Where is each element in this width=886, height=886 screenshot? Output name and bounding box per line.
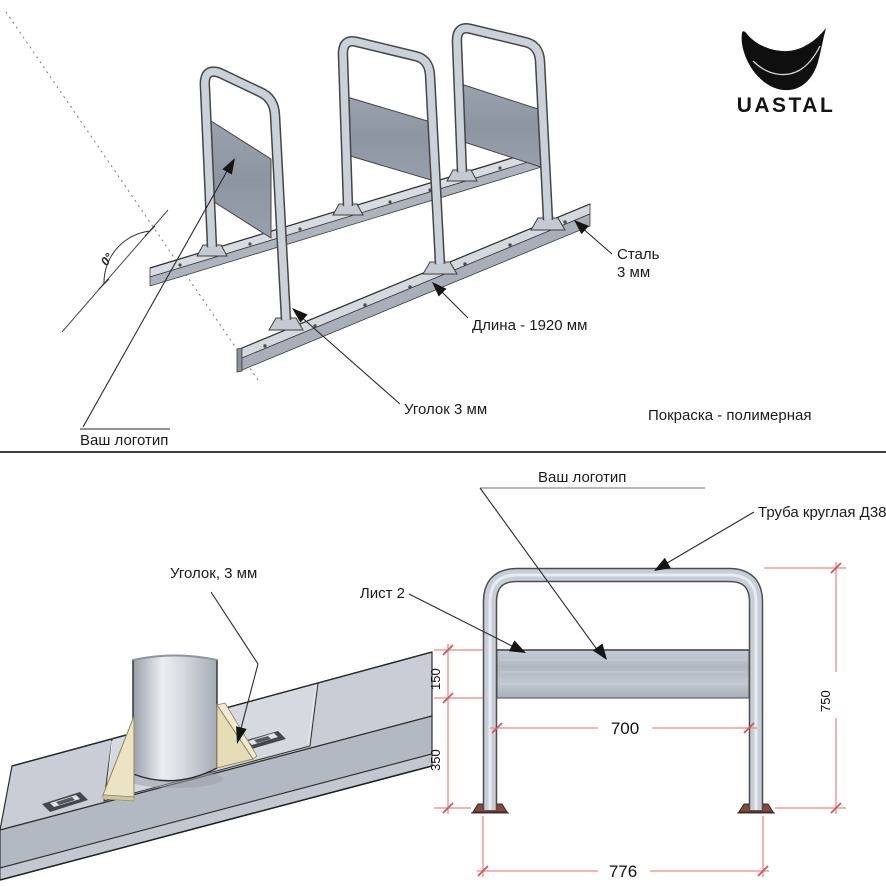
brand-logo: UASTAL bbox=[737, 28, 836, 117]
dim-lower-height: 350 bbox=[428, 749, 443, 771]
hoop-1 bbox=[199, 66, 292, 321]
mounting-feet bbox=[196, 169, 566, 331]
label-your-logo: Ваш логотип bbox=[80, 432, 168, 449]
leader-pipe bbox=[661, 511, 755, 567]
label-steel-line1: Сталь bbox=[617, 246, 660, 263]
leader-sheet bbox=[408, 593, 519, 650]
leader-gusset bbox=[210, 591, 259, 741]
arrowhead-gusset bbox=[236, 726, 247, 744]
detail-pipe bbox=[132, 654, 218, 782]
angle-arc bbox=[103, 230, 151, 285]
angle-arc-ticks bbox=[98, 225, 156, 290]
dim-inner-width: 700 bbox=[611, 719, 639, 738]
dim-outer-width: 776 bbox=[609, 862, 637, 881]
elevation-panel bbox=[496, 649, 750, 699]
elevation-feet bbox=[472, 803, 774, 813]
label-sheet: Лист 2 bbox=[360, 585, 405, 602]
leader-steel bbox=[580, 226, 613, 255]
detail-view: Уголок, 3 мм bbox=[0, 565, 433, 881]
label-steel-line2: 3 мм bbox=[617, 264, 650, 281]
arrowhead-logo bbox=[222, 158, 235, 175]
label-angle-bar: Уголок 3 мм bbox=[404, 401, 487, 418]
dim-total-height: 750 bbox=[818, 690, 833, 712]
isometric-view: 0° bbox=[5, 11, 811, 449]
hoop-2 bbox=[337, 36, 446, 265]
front-rail bbox=[236, 203, 591, 373]
dimension-lines bbox=[434, 562, 846, 877]
hoop-1-panel bbox=[210, 120, 272, 239]
detail-slot-left bbox=[42, 792, 88, 812]
detail-pipe-top-cut bbox=[132, 654, 218, 661]
hoop-3 bbox=[451, 23, 554, 221]
dotted-construction-line bbox=[5, 11, 259, 381]
hoop-3-panel bbox=[460, 83, 542, 168]
elevation-hoop bbox=[482, 567, 764, 810]
arrowhead-pipe bbox=[654, 557, 671, 571]
dim-panel-height: 150 bbox=[428, 668, 443, 690]
label-elevation-logo: Ваш логотип bbox=[538, 469, 626, 486]
arrowhead-steel bbox=[574, 220, 589, 235]
detail-slot-right bbox=[240, 731, 286, 750]
label-length: Длина - 1920 мм bbox=[472, 317, 587, 334]
arrowhead-elevation-logo bbox=[592, 643, 607, 660]
logo-swoosh-fold bbox=[752, 45, 821, 76]
logo-wordmark: UASTAL bbox=[737, 94, 836, 117]
leader-logo bbox=[82, 163, 232, 428]
label-gusset: Уголок, 3 мм bbox=[170, 565, 257, 582]
gusset-left bbox=[102, 715, 135, 802]
front-elevation: 150 350 700 750 776 Ваш логотип Труба кр… bbox=[360, 469, 886, 881]
front-rail-holes bbox=[263, 220, 567, 348]
arrowhead-sheet bbox=[509, 640, 526, 653]
rear-rail-holes bbox=[178, 166, 502, 267]
arrowhead-angle-bar bbox=[292, 308, 308, 323]
leader-angle-bar bbox=[298, 314, 401, 405]
leader-elevation-logo bbox=[479, 487, 602, 656]
arrowhead-length bbox=[432, 282, 447, 297]
logo-swoosh-icon bbox=[741, 28, 826, 91]
leader-length bbox=[437, 287, 469, 319]
label-coating: Покраска - полимерная bbox=[648, 407, 811, 424]
hoop-2-panel bbox=[346, 96, 432, 181]
label-pipe: Труба круглая Д38 bbox=[758, 504, 886, 521]
